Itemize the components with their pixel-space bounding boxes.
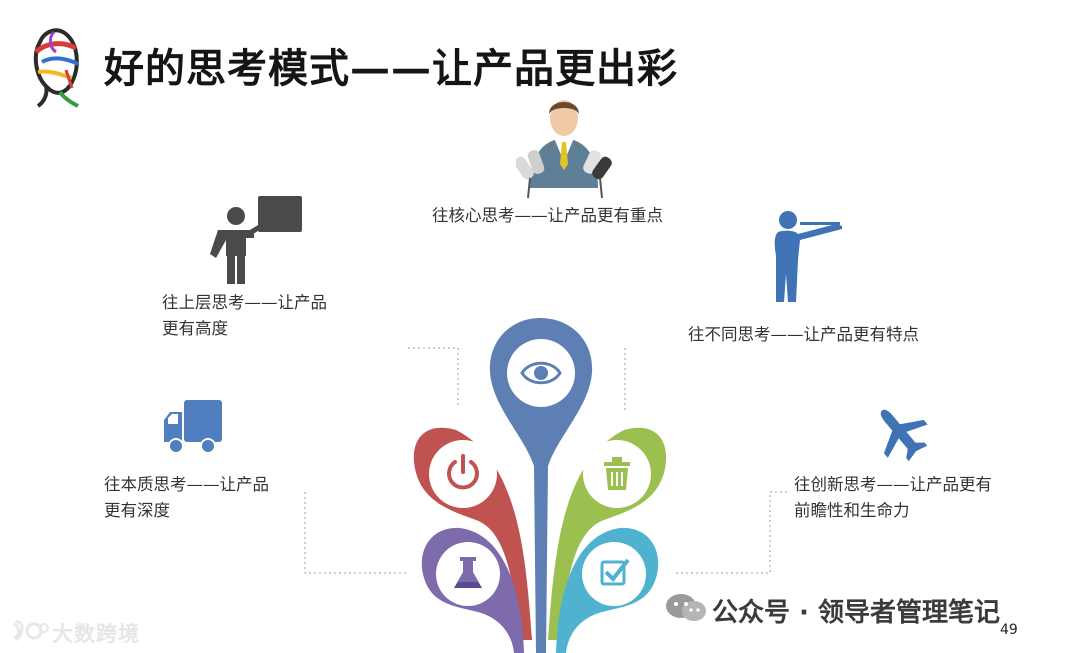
- caption-upper-line2: 更有高度: [162, 316, 327, 342]
- speaker-at-podium-icon: [516, 92, 612, 200]
- caption-upper-line1: 往上层思考——让产品: [162, 290, 327, 316]
- caption-innovation-thinking: 往创新思考——让产品更有 前瞻性和生命力: [794, 472, 992, 524]
- truck-icon: [162, 398, 224, 456]
- wechat-account-text: 公众号 · 领导者管理笔记: [712, 592, 1000, 629]
- watermark-logo-icon: [10, 618, 50, 644]
- caption-innovation-line1: 往创新思考——让产品更有: [794, 472, 992, 498]
- caption-essence-thinking: 往本质思考——让产品 更有深度: [104, 472, 269, 524]
- presenter-at-board-icon: [208, 194, 304, 284]
- page-number: 49: [1000, 622, 1018, 638]
- rifle-shooter-icon: [770, 208, 844, 306]
- caption-innovation-line2: 前瞻性和生命力: [794, 498, 992, 524]
- caption-different-thinking: 往不同思考——让产品更有特点: [688, 322, 919, 348]
- watermark-left-text: 大数跨境: [52, 618, 140, 648]
- caption-core-thinking: 往核心思考——让产品更有重点: [432, 203, 663, 229]
- caption-essence-line1: 往本质思考——让产品: [104, 472, 269, 498]
- wechat-icon: [664, 592, 708, 624]
- caption-upper-thinking: 往上层思考——让产品 更有高度: [162, 290, 327, 342]
- airplane-icon: [870, 402, 930, 462]
- caption-essence-line2: 更有深度: [104, 498, 269, 524]
